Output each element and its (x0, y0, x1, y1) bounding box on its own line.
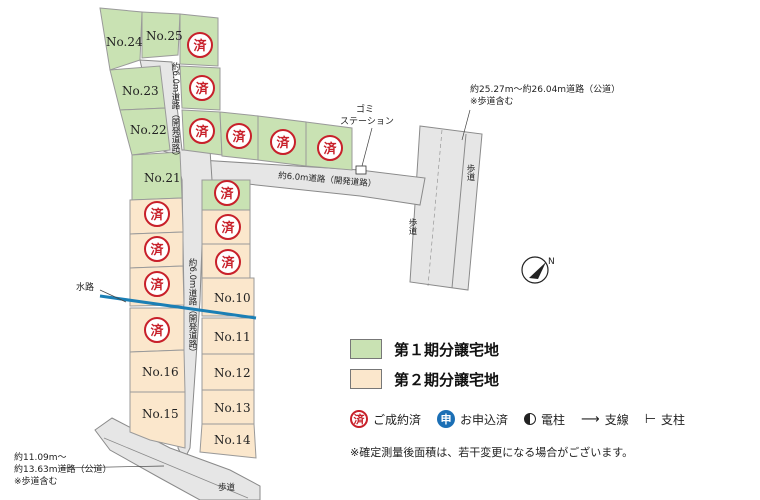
garbage-station-label-1: ゴミ (356, 103, 374, 115)
sold-icon: 済 (350, 410, 368, 428)
sold-marker: 済 (226, 123, 252, 149)
sidewalk-label-sw: 歩道 (218, 482, 236, 493)
lot-14-label: No.14 (214, 433, 251, 447)
lot-13-label: No.13 (214, 401, 251, 415)
public-road-ne-leader (461, 109, 471, 141)
public-road-sw-label-1: 約11.09m～ (14, 451, 67, 463)
waterway-line (99, 294, 257, 320)
arrow-right-icon: ⟶ (581, 411, 600, 427)
legend-sold-label: ご成約済 (373, 412, 422, 427)
lot-15-label: No.15 (142, 407, 179, 421)
public-road-ne-label-2: ※歩道含む (470, 95, 514, 107)
lot-22-label: No.22 (130, 123, 167, 137)
waterway-label: 水路 (76, 281, 94, 293)
svg-text:済: 済 (323, 141, 337, 157)
legend-phase1-swatch (350, 339, 382, 359)
svg-text:N: N (548, 257, 555, 267)
sold-marker: 済 (144, 271, 170, 297)
lot-10-label: No.10 (214, 291, 251, 305)
legend-pole-label: 電柱 (541, 412, 566, 427)
brace-line-icon: ⊢ (644, 411, 657, 427)
sold-marker: 済 (215, 249, 241, 275)
road-label-vertical-lower: 約6.0m道路（開発道路） (187, 257, 197, 356)
legend-phase1-label: 第１期分譲宅地 (394, 340, 500, 359)
lot-24-label: No.24 (106, 35, 143, 49)
lot-25-label: No.25 (146, 29, 183, 43)
lot-14[interactable] (199, 423, 257, 459)
sold-marker: 済 (317, 135, 343, 161)
svg-text:済: 済 (195, 124, 209, 140)
legend-phase2-label: 第２期分譲宅地 (394, 370, 500, 389)
svg-text:済: 済 (150, 323, 164, 339)
utility-pole-icon (524, 413, 537, 425)
area-note: ※確定測量後面積は、若干変更になる場合がございます。 (350, 446, 634, 459)
road-center-ne (427, 129, 443, 287)
legend-phase1: 第１期分譲宅地 (350, 336, 750, 362)
applied-icon: 申 (437, 410, 456, 428)
sold-marker: 済 (189, 118, 215, 144)
legend-sold: 済 ご成約済 (350, 410, 421, 428)
svg-text:済: 済 (150, 242, 164, 258)
svg-text:済: 済 (150, 207, 164, 223)
lot-22[interactable] (119, 107, 171, 156)
road-label-vertical-upper: 約6.0m道路（開発道路） (170, 61, 180, 160)
public-road-sw-label-3: ※歩道含む (14, 475, 58, 487)
sidewalk-label-ne-2: 歩道 (407, 217, 417, 236)
garbage-station (355, 165, 367, 175)
svg-text:済: 済 (220, 186, 234, 202)
svg-text:済: 済 (150, 277, 164, 293)
lot-12-label: No.12 (214, 366, 251, 380)
lot-25[interactable] (141, 11, 181, 59)
public-road-ne (409, 125, 483, 291)
garbage-station-label-2: ステーション (340, 116, 394, 127)
sold-marker: 済 (144, 317, 170, 343)
sold-marker: 済 (214, 180, 240, 206)
north-compass-icon: N (521, 256, 555, 284)
sold-marker: 済 (144, 236, 170, 262)
lot-16-label: No.16 (142, 365, 179, 379)
svg-text:済: 済 (195, 81, 209, 97)
legend-brace-label: 支柱 (661, 412, 686, 427)
public-road-sw-leader (59, 465, 165, 469)
legend: 第１期分譲宅地 第２期分譲宅地 済 ご成約済 申 お申込済 電柱 ⟶ 支線 ⊢ … (350, 336, 750, 460)
sidewalk-line-sw (103, 437, 249, 499)
sidewalk-line-ne (451, 133, 467, 289)
legend-symbols: 済 ご成約済 申 お申込済 電柱 ⟶ 支線 ⊢ 支柱 (350, 410, 750, 428)
legend-brace: ⊢ 支柱 (645, 411, 685, 428)
garbage-station-leader (361, 127, 373, 167)
sold-marker: 済 (215, 214, 241, 240)
svg-text:済: 済 (232, 129, 246, 145)
lot-23-label: No.23 (122, 84, 159, 98)
legend-pole: 電柱 (524, 411, 565, 428)
legend-guy-wire: ⟶ 支線 (581, 411, 629, 428)
legend-phase2: 第２期分譲宅地 (350, 366, 750, 392)
legend-phase2-swatch (350, 369, 382, 389)
sold-marker: 済 (144, 201, 170, 227)
sold-marker: 済 (187, 32, 213, 58)
svg-text:済: 済 (221, 220, 235, 236)
lot-21-label: No.21 (144, 171, 181, 185)
waterway-leader (99, 289, 127, 303)
legend-applied-label: お申込済 (460, 412, 509, 427)
sidewalk-label-ne-1: 歩道 (465, 163, 475, 182)
lot-11-label: No.11 (214, 330, 251, 344)
svg-text:済: 済 (221, 255, 235, 271)
lot-15[interactable] (129, 391, 186, 449)
public-road-sw-label-2: 約13.63m道路（公道） (14, 463, 112, 475)
lot-24[interactable] (99, 7, 143, 71)
sold-marker: 済 (189, 75, 215, 101)
svg-text:済: 済 (276, 135, 290, 151)
svg-text:済: 済 (193, 38, 207, 54)
legend-guy-wire-label: 支線 (604, 412, 629, 427)
public-road-ne-label-1: 約25.27m～約26.04m道路（公道） (470, 83, 620, 95)
lot-10[interactable] (201, 277, 255, 317)
sold-marker: 済 (270, 129, 296, 155)
legend-applied: 申 お申込済 (437, 410, 508, 428)
